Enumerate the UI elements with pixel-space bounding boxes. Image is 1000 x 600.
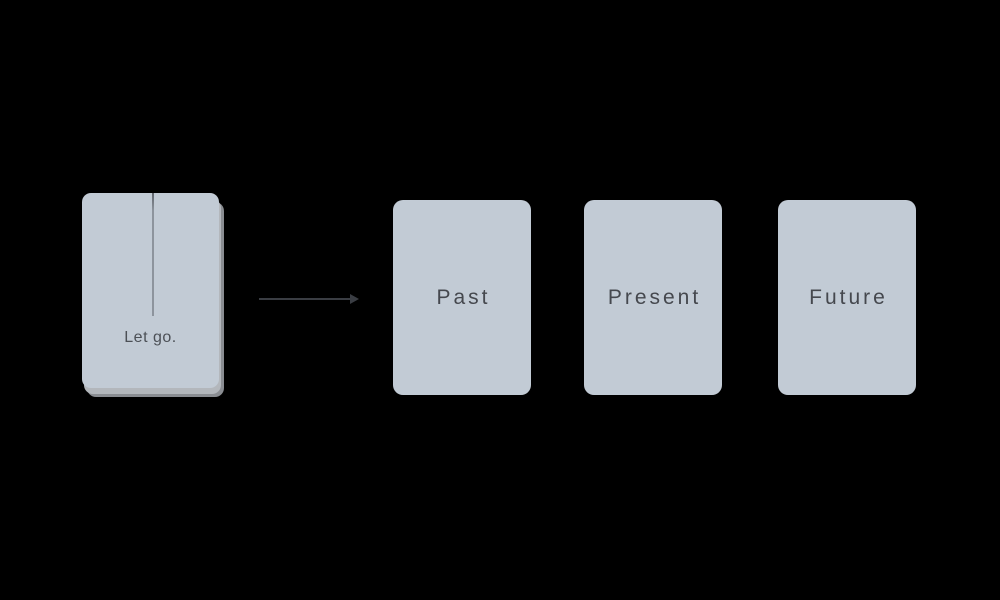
- card-label: Past: [436, 285, 491, 309]
- arrow-right-icon: [259, 294, 359, 304]
- tarot-deck[interactable]: Let go.: [82, 193, 227, 399]
- deck-label: Let go.: [124, 329, 177, 346]
- spread-card-present[interactable]: Present: [584, 200, 722, 395]
- spread-card-future[interactable]: Future: [778, 200, 916, 395]
- spread-card-past[interactable]: Past: [393, 200, 531, 395]
- deck-top-card[interactable]: Let go.: [82, 193, 219, 388]
- card-label: Future: [809, 285, 888, 309]
- deck-divider-line: [151, 193, 154, 316]
- card-label: Present: [607, 285, 702, 309]
